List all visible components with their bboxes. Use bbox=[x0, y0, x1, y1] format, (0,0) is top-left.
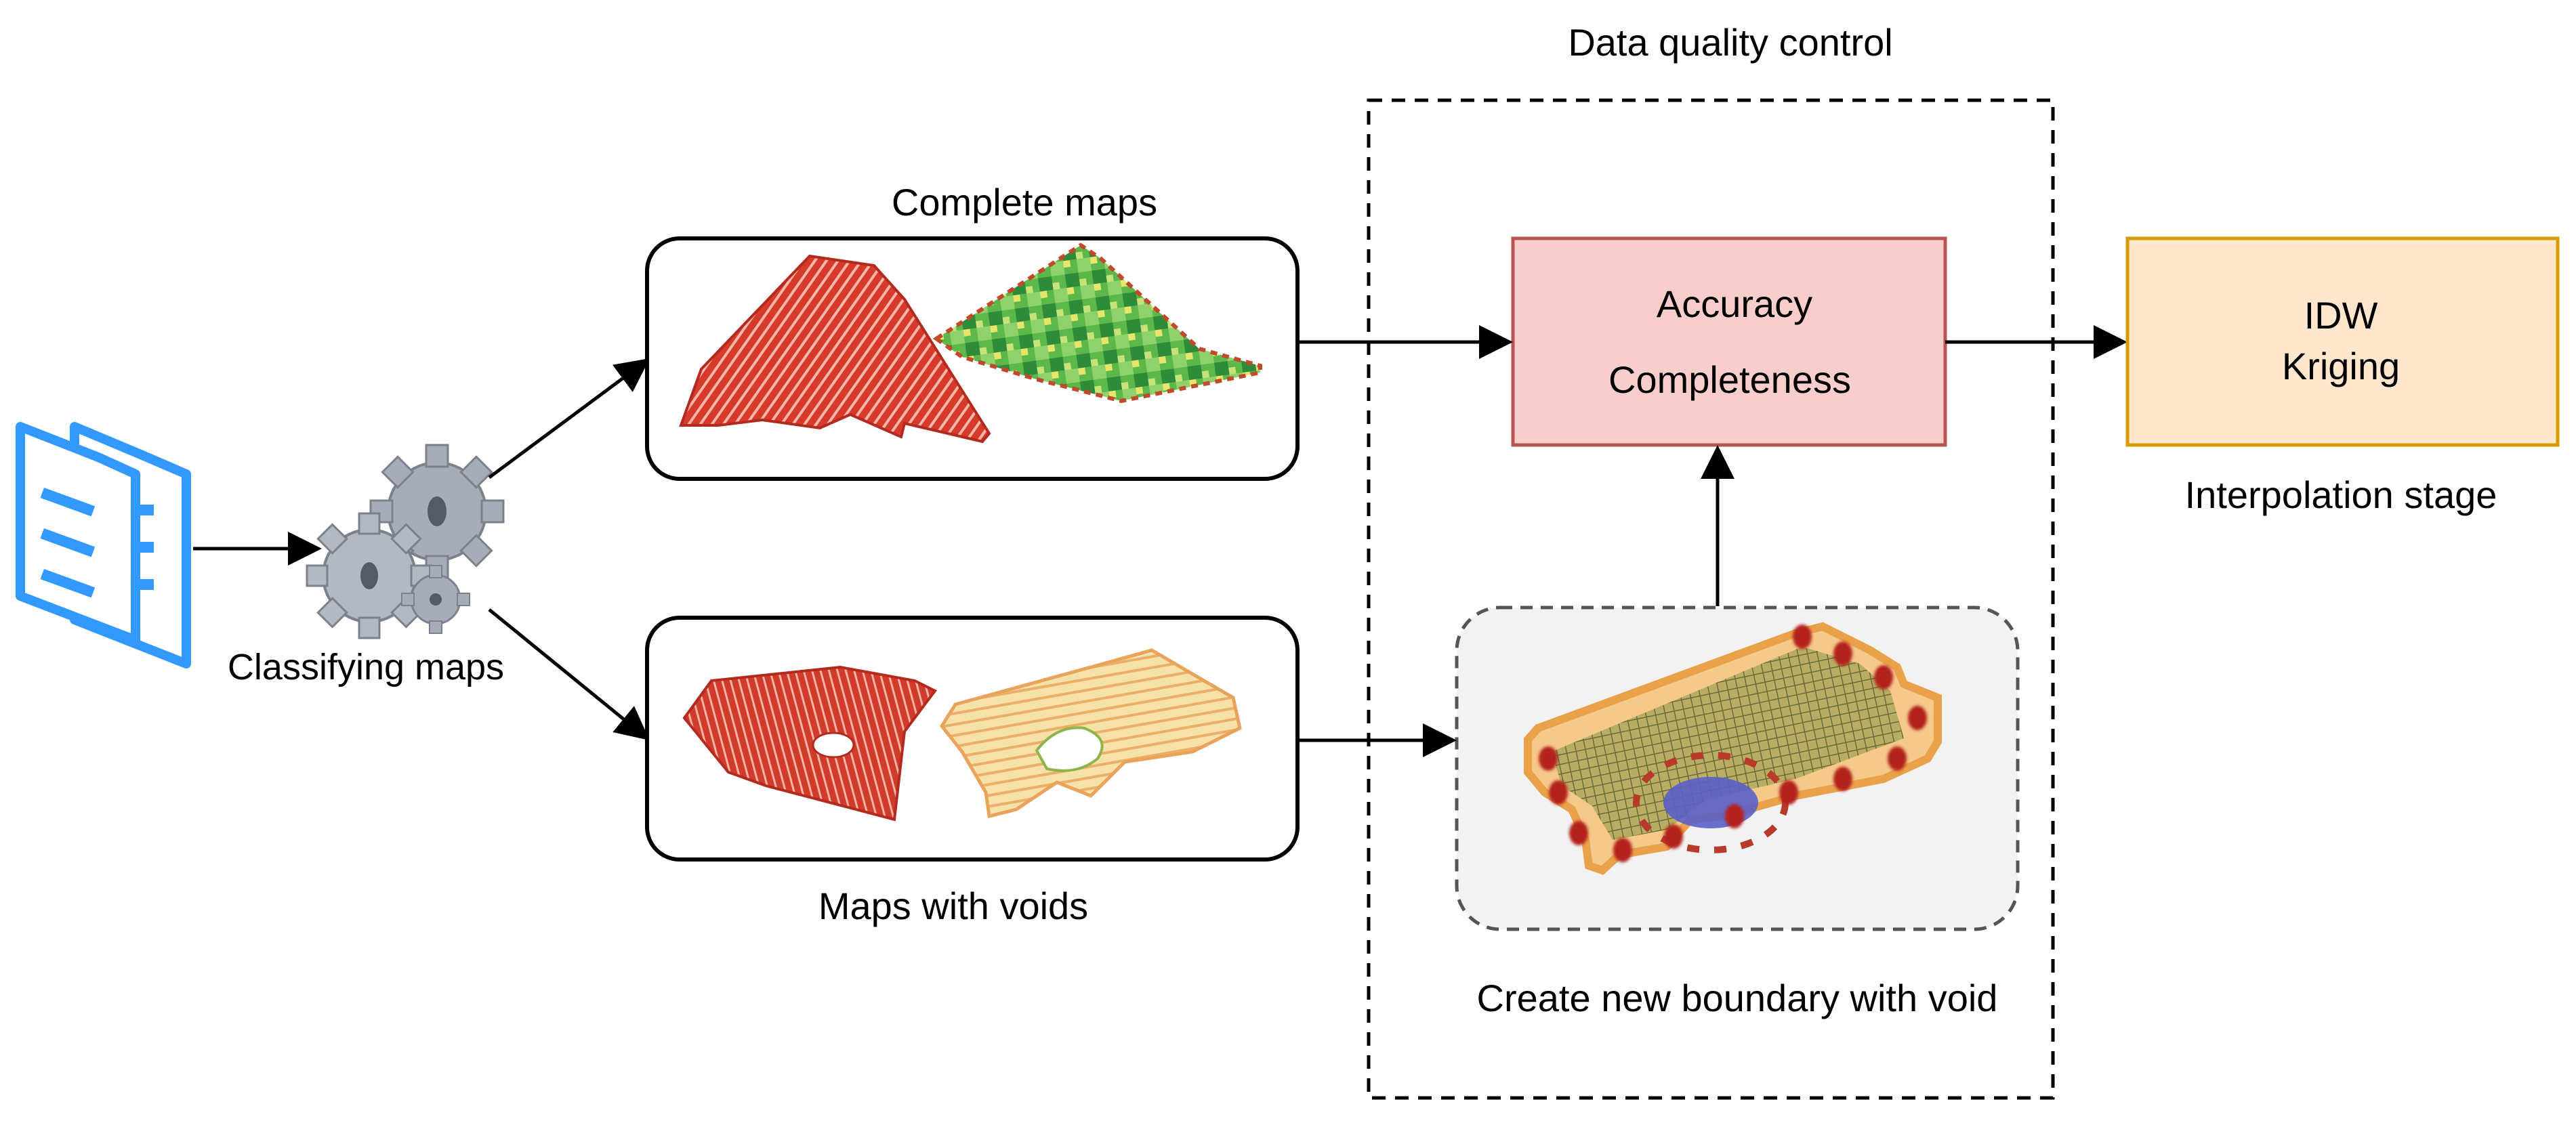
accuracy-text: Accuracy bbox=[1657, 282, 1812, 325]
void-map-cream bbox=[939, 648, 1242, 819]
quality-metrics-box bbox=[1511, 236, 1947, 447]
document-icon bbox=[16, 422, 191, 668]
void-map-red bbox=[682, 665, 938, 822]
complete-map-green bbox=[932, 242, 1262, 404]
complete-maps-label: Complete maps bbox=[892, 181, 1157, 224]
arrow-gears-to-complete bbox=[488, 358, 650, 480]
create-new-boundary-label: Create new boundary with void bbox=[1477, 977, 1998, 1019]
classifying-maps-label: Classifying maps bbox=[228, 647, 504, 687]
interpolation-box bbox=[2125, 236, 2560, 447]
complete-map-red bbox=[679, 254, 991, 444]
kriging-text: Kriging bbox=[2282, 345, 2400, 387]
completeness-text: Completeness bbox=[1608, 358, 1851, 401]
data-quality-control-region bbox=[1367, 98, 2055, 1100]
interpolation-stage-label: Interpolation stage bbox=[2185, 473, 2497, 516]
idw-text: IDW bbox=[2304, 294, 2378, 337]
gears-icon bbox=[306, 444, 505, 639]
maps-with-voids-label: Maps with voids bbox=[818, 885, 1088, 927]
data-quality-control-label: Data quality control bbox=[1568, 21, 1892, 64]
new-boundary-map bbox=[1524, 622, 1942, 875]
arrow-gears-to-voids bbox=[488, 608, 650, 741]
